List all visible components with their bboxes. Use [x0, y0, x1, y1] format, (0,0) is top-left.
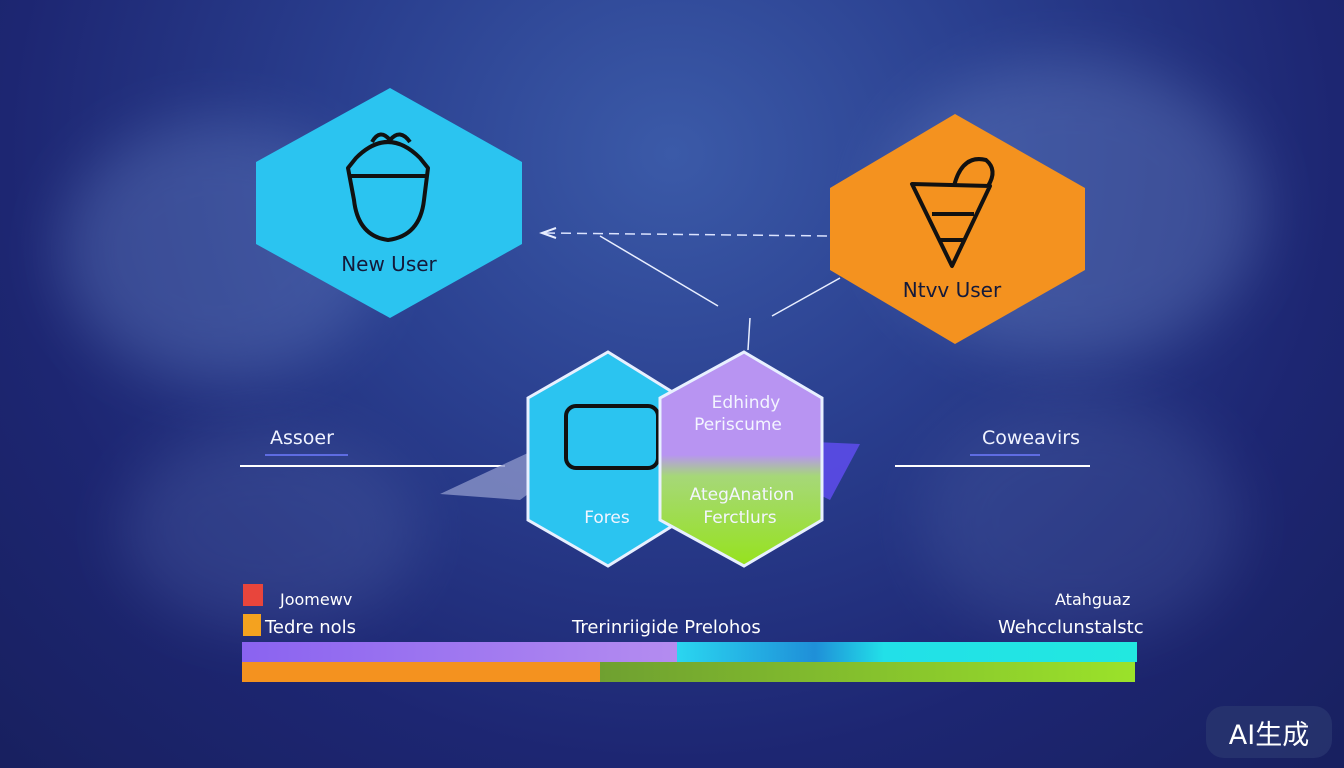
- bottom-segment-line2: Ferctlurs: [703, 508, 776, 528]
- legend-center-label: Trerinriigide Prelohos: [572, 617, 761, 638]
- top-bar-cyan: [677, 642, 1137, 662]
- connector-line: [599, 235, 719, 307]
- background-blob: [120, 430, 420, 630]
- legend-item-1: Joomewv: [280, 590, 353, 609]
- legend-right-2: Wehcclunstalstc: [998, 617, 1144, 638]
- top-segment-line2: Periscume: [694, 415, 782, 435]
- bottom-bar-green: [600, 662, 1135, 682]
- device-icon: [564, 404, 660, 470]
- legend-swatch-orange: [243, 614, 261, 636]
- ntvv-user-label: Ntvv User: [903, 278, 1002, 302]
- connector-line: [771, 277, 841, 317]
- new-user-hexagon[interactable]: [256, 88, 522, 318]
- fores-label: Fores: [584, 508, 630, 528]
- dashed-connector: [544, 232, 833, 237]
- legend-item-2: Tedre nols: [265, 617, 357, 638]
- connector-line: [747, 317, 751, 351]
- cone-icon: [910, 157, 995, 268]
- top-segment-line1: Edhindy: [712, 393, 781, 413]
- top-bar-purple: [242, 642, 677, 662]
- ai-generated-badge: AI生成: [1206, 706, 1332, 758]
- right-side-label: Coweavirs: [982, 427, 1080, 449]
- new-user-label: New User: [341, 252, 437, 276]
- arrow-head-left: [539, 227, 557, 239]
- user-bucket-icon: [346, 132, 430, 242]
- left-side-label: Assoer: [270, 427, 334, 449]
- bottom-bar-orange: [242, 662, 600, 682]
- features-hexagon[interactable]: [658, 350, 824, 568]
- background-blob: [920, 400, 1240, 640]
- ntvv-user-hexagon[interactable]: [830, 114, 1085, 344]
- legend-swatch-red: [243, 584, 263, 606]
- bottom-segment-line1: AtegAnation: [690, 485, 795, 505]
- legend-right-1: Atahguaz: [1055, 590, 1131, 609]
